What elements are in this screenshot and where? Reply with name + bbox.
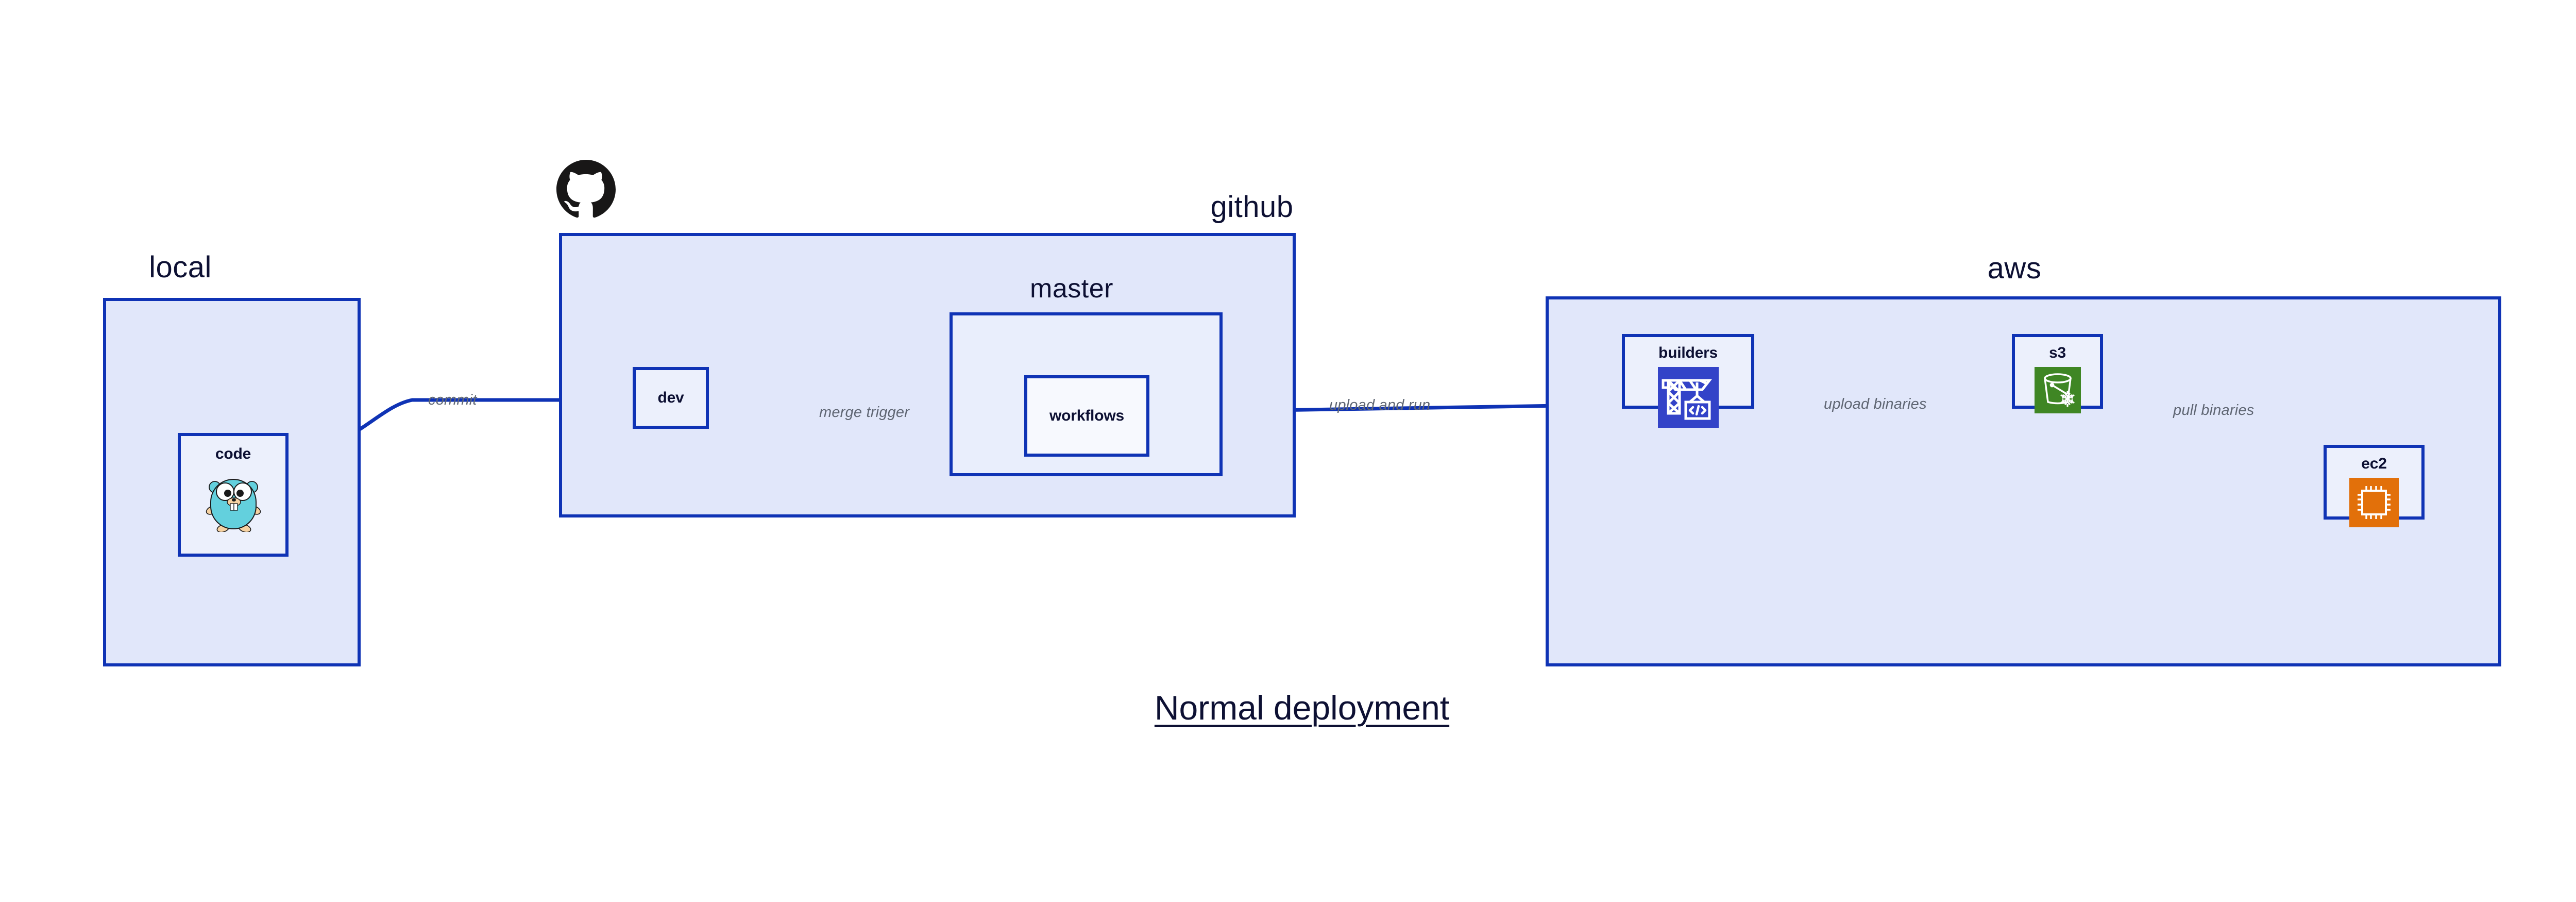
go-gopher-icon bbox=[205, 470, 262, 532]
aws-ec2-chip-icon bbox=[2349, 478, 2399, 527]
aws-s3-bucket-icon bbox=[2034, 367, 2081, 413]
diagram-title: Normal deployment bbox=[1154, 689, 1450, 727]
node-label-s3: s3 bbox=[2049, 344, 2066, 361]
subgroup-label-master: master bbox=[1030, 274, 1113, 304]
node-box-ec2[interactable]: ec2 bbox=[2324, 445, 2425, 527]
node-box-code[interactable]: code bbox=[178, 433, 289, 557]
node-box-dev[interactable]: dev bbox=[633, 367, 709, 429]
node-box-s3[interactable]: s3 bbox=[2012, 334, 2103, 413]
group-label-aws: aws bbox=[1987, 252, 2042, 285]
node-label-builders: builders bbox=[1658, 344, 1718, 361]
github-octocat-logo bbox=[554, 157, 618, 222]
aws-builders-crane-icon bbox=[1657, 367, 1719, 428]
node-label-ec2: ec2 bbox=[2361, 455, 2387, 472]
node-box-workflows[interactable]: workflows bbox=[1024, 375, 1149, 457]
edge-label-merge-trigger: merge trigger bbox=[819, 404, 910, 421]
edge-label-upload-binaries: upload binaries bbox=[1824, 396, 1927, 412]
group-label-github: github bbox=[1210, 190, 1294, 224]
node-box-builders[interactable]: builders bbox=[1622, 334, 1754, 428]
node-label-workflows: workflows bbox=[1049, 407, 1124, 424]
edge-label-upload-and-run: upload and run bbox=[1329, 397, 1431, 413]
group-label-local: local bbox=[149, 250, 212, 284]
edge-label-commit: commit bbox=[428, 392, 477, 408]
node-label-code: code bbox=[215, 445, 251, 462]
node-label-dev: dev bbox=[657, 389, 684, 406]
edge-label-pull-binaries: pull binaries bbox=[2173, 402, 2255, 419]
